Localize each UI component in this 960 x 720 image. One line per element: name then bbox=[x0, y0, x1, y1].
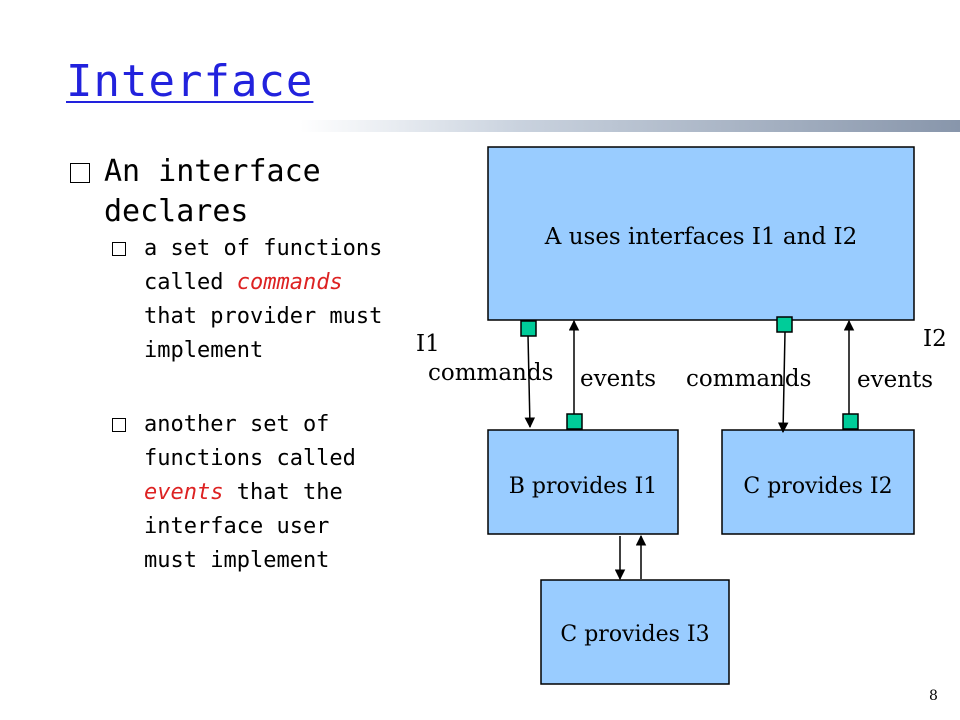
bullet-box-icon bbox=[112, 242, 126, 256]
label-commands-left: commands bbox=[428, 360, 553, 386]
keyword-commands: commands bbox=[236, 270, 343, 295]
bullet-sub2-post: that the interface user must implement bbox=[144, 480, 343, 573]
bullet-sub-events: another set of functions called events t… bbox=[112, 408, 390, 578]
box-b bbox=[487, 429, 679, 535]
title-underline-bar bbox=[0, 120, 960, 132]
bullet-sub-commands: a set of functions called commands that … bbox=[112, 232, 390, 368]
connector-events-left bbox=[566, 413, 583, 430]
box-a-label: A uses interfaces I1 and I2 bbox=[544, 224, 857, 250]
box-c3 bbox=[540, 579, 730, 685]
bullet-sub1-pre: a set of functions called bbox=[144, 236, 383, 295]
bullet-box-icon bbox=[70, 163, 90, 183]
bullet-box-icon bbox=[112, 418, 126, 432]
connector-commands-left bbox=[520, 320, 537, 337]
page-number: 8 bbox=[929, 688, 938, 704]
bullet-list: An interface declares a set of functions… bbox=[70, 152, 390, 578]
slide-title: Interface bbox=[66, 56, 314, 107]
bullet-main-text: An interface declares bbox=[104, 154, 321, 229]
bullet-main: An interface declares bbox=[70, 152, 390, 232]
label-events-right: events bbox=[857, 367, 933, 393]
bullet-sub1-post: that provider must implement bbox=[144, 304, 383, 363]
label-commands-right: commands bbox=[686, 366, 811, 392]
connector-events-right bbox=[842, 413, 859, 430]
box-c3-label: C provides I3 bbox=[560, 622, 709, 647]
box-b-label: B provides I1 bbox=[509, 474, 658, 499]
label-i1: I1 bbox=[416, 331, 440, 357]
label-events-left: events bbox=[580, 366, 656, 392]
keyword-events: events bbox=[144, 480, 224, 505]
arrow-commands-left bbox=[524, 334, 536, 429]
box-c2 bbox=[721, 429, 915, 535]
box-a bbox=[487, 146, 915, 321]
box-c2-label: C provides I2 bbox=[743, 474, 892, 499]
connector-commands-right bbox=[776, 316, 793, 333]
bullet-sub2-pre: another set of functions called bbox=[144, 412, 356, 471]
label-i2: I2 bbox=[923, 326, 947, 352]
arrow-commands-right bbox=[777, 331, 789, 434]
